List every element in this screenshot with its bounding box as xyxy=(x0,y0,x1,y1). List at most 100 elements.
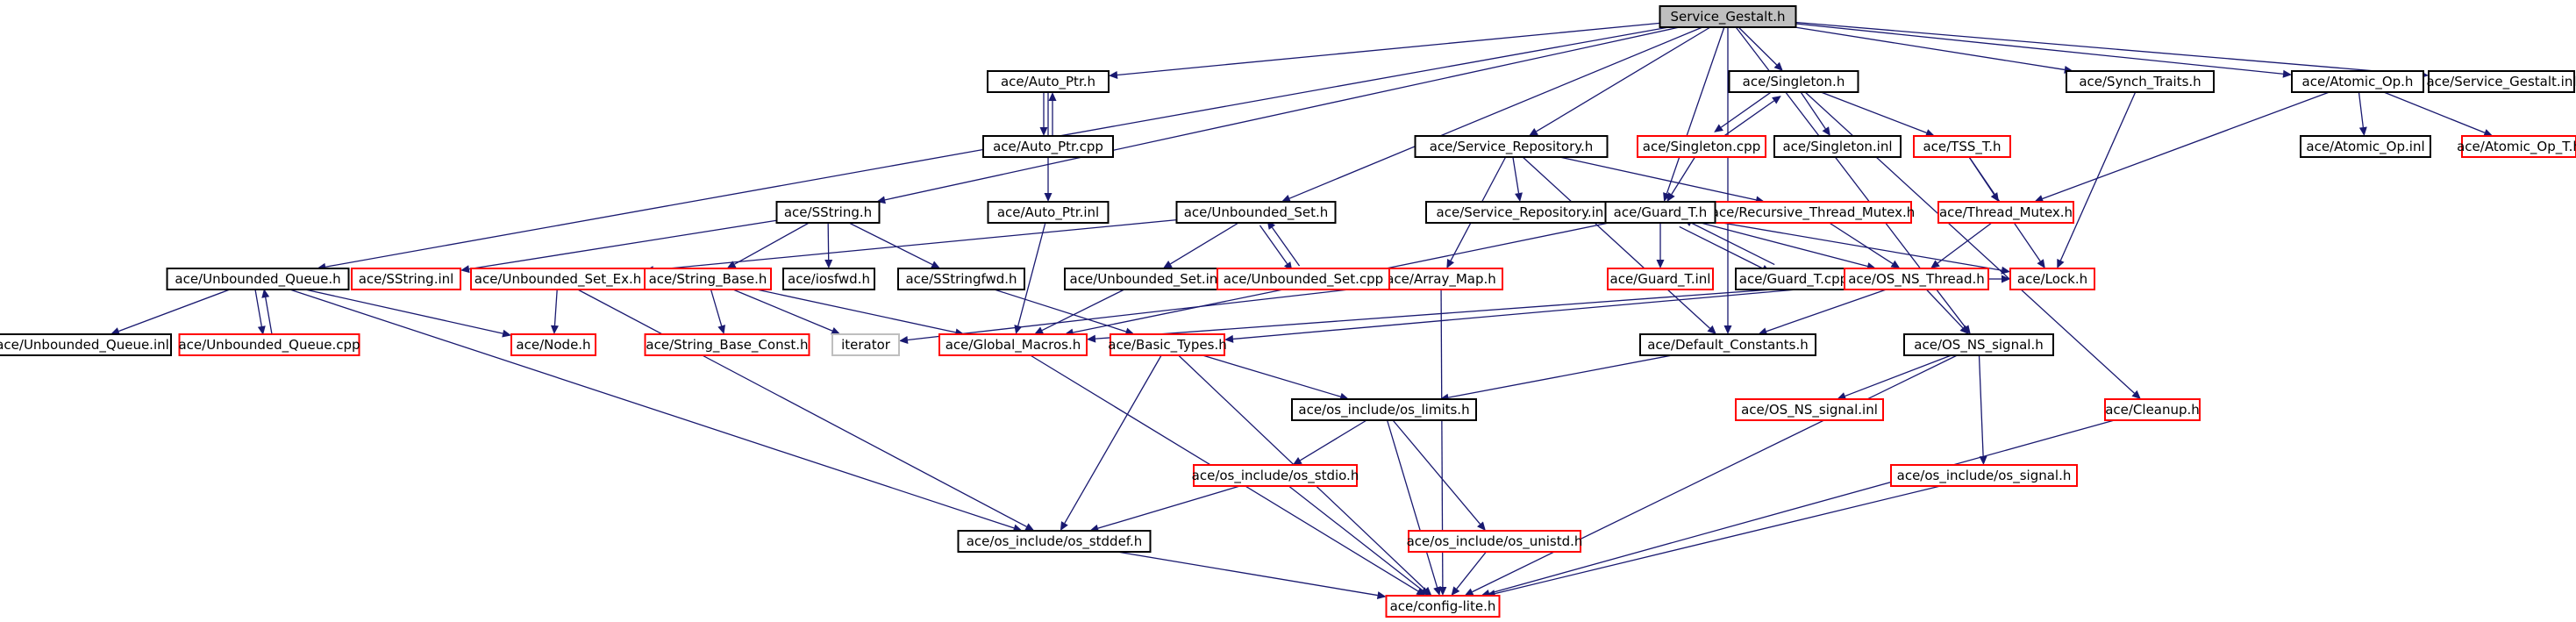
edge-line xyxy=(1829,222,1894,265)
node-singleton-inl[interactable]: ace/Singleton.inl xyxy=(1773,135,1902,158)
node-label: ace/Unbounded_Set_Ex.h xyxy=(475,271,641,288)
edge-line xyxy=(732,289,833,332)
node-unbounded-queue-h[interactable]: ace/Unbounded_Queue.h xyxy=(166,268,350,290)
node-iterator[interactable]: iterator xyxy=(831,333,900,356)
node-default-constants-h[interactable]: ace/Default_Constants.h xyxy=(1639,333,1816,356)
edge-line xyxy=(1271,226,1301,267)
node-synch-traits-h[interactable]: ace/Synch_Traits.h xyxy=(2066,70,2215,93)
node-guard-t-cpp[interactable]: ace/Guard_T.cpp xyxy=(1735,268,1852,290)
node-box xyxy=(1414,135,1609,158)
node-array-map-h[interactable]: ace/Array_Map.h xyxy=(1379,268,1503,290)
node-os-ns-thread-h[interactable]: ace/OS_NS_Thread.h xyxy=(1844,268,1989,290)
edge-line xyxy=(1017,222,1046,326)
node-unbounded-queue-cpp[interactable]: ace/Unbounded_Queue.cpp xyxy=(178,333,360,356)
edge-service-repository-h-to-default-constants-h xyxy=(1522,156,1716,334)
edge-line xyxy=(1392,419,1481,525)
node-sstring-inl[interactable]: ace/SString.inl xyxy=(351,268,461,290)
node-sstringfwd-h[interactable]: ace/SStringfwd.h xyxy=(897,268,1025,290)
arrowhead xyxy=(1419,587,1430,596)
edge-guard-t-h-to-os-ns-thread-h xyxy=(1700,222,1876,270)
node-box xyxy=(644,268,772,290)
node-unbounded-set-ex-h[interactable]: ace/Unbounded_Set_Ex.h xyxy=(470,268,646,290)
node-sstring-h[interactable]: ace/SString.h xyxy=(775,201,881,224)
edge-cleanup-h-to-config-lite-h xyxy=(1481,419,2115,597)
node-os-stdio-h[interactable]: ace/os_include/os_stdio.h xyxy=(1192,464,1359,487)
edge-line xyxy=(884,26,1680,201)
node-box xyxy=(1639,333,1816,356)
arrowhead xyxy=(1890,260,1901,268)
arrowhead xyxy=(824,259,833,268)
edge-line xyxy=(1845,354,1952,397)
node-guard-t-h[interactable]: ace/Guard_T.h xyxy=(1604,201,1716,224)
node-service-repository-h[interactable]: ace/Service_Repository.h xyxy=(1414,135,1609,158)
node-lock-h[interactable]: ace/Lock.h xyxy=(2009,268,2095,290)
node-label: ace/Unbounded_Queue.inl xyxy=(0,337,169,354)
node-string-base-h[interactable]: ace/String_Base.h xyxy=(644,268,772,290)
node-label: ace/Synch_Traits.h xyxy=(2079,74,2201,90)
node-os-ns-signal-inl[interactable]: ace/OS_NS_signal.inl xyxy=(1735,398,1884,421)
edge-line xyxy=(1064,354,1162,524)
edge-array-map-h-to-iterator xyxy=(899,285,1381,344)
node-iosfwd-h[interactable]: ace/iosfwd.h xyxy=(782,268,875,290)
edge-line xyxy=(734,222,810,265)
node-node-h[interactable]: ace/Node.h xyxy=(510,333,596,356)
node-atomic-op-t-h[interactable]: ace/Atomic_Op_T.h xyxy=(2457,135,2576,158)
node-box xyxy=(2009,268,2095,290)
arrowhead xyxy=(460,265,470,274)
node-unbounded-set-h[interactable]: ace/Unbounded_Set.h xyxy=(1175,201,1337,224)
edge-line xyxy=(1690,222,1775,266)
arrowhead xyxy=(1758,327,1768,335)
edge-line xyxy=(2042,91,2330,200)
edge-line xyxy=(1448,354,1673,398)
edge-line xyxy=(1766,289,1887,332)
node-os-stddef-h[interactable]: ace/os_include/os_stddef.h xyxy=(957,530,1152,553)
node-label: ace/os_include/os_limits.h xyxy=(1298,402,1469,418)
node-os-signal-h[interactable]: ace/os_include/os_signal.h xyxy=(1890,464,2078,487)
node-tss-t-h[interactable]: ace/TSS_T.h xyxy=(1913,135,2011,158)
node-auto-ptr-inl[interactable]: ace/Auto_Ptr.inl xyxy=(987,201,1110,224)
node-auto-ptr-h[interactable]: ace/Auto_Ptr.h xyxy=(987,70,1110,93)
node-os-ns-signal-h[interactable]: ace/OS_NS_signal.h xyxy=(1903,333,2054,356)
arrowhead xyxy=(1039,127,1048,136)
edge-unbounded-queue-h-to-unbounded-queue-inl xyxy=(111,289,231,335)
node-recursive-thread-mutex-h[interactable]: ace/Recursive_Thread_Mutex.h xyxy=(1711,201,1916,224)
edge-line xyxy=(1386,419,1438,588)
node-thread-mutex-h[interactable]: ace/Thread_Mutex.h xyxy=(1937,201,2074,224)
edge-line xyxy=(653,218,1177,271)
node-string-base-const-h[interactable]: ace/String_Base_Const.h xyxy=(644,333,810,356)
node-os-limits-h[interactable]: ace/os_include/os_limits.h xyxy=(1291,398,1477,421)
node-singleton-cpp[interactable]: ace/Singleton.cpp xyxy=(1637,135,1766,158)
node-atomic-op-inl[interactable]: ace/Atomic_Op.inl xyxy=(2300,135,2431,158)
edge-line xyxy=(1522,156,1710,329)
edge-unbounded-queue-h-to-os-stddef-h xyxy=(289,289,1023,533)
node-service-gestalt-h[interactable]: Service_Gestalt.h xyxy=(1659,5,1797,28)
node-label: ace/Unbounded_Set.inl xyxy=(1070,271,1222,288)
edge-sstring-h-to-iosfwd-h xyxy=(824,222,833,268)
node-cleanup-h[interactable]: ace/Cleanup.h xyxy=(2104,398,2201,421)
arrowhead xyxy=(2358,126,2367,136)
node-label: ace/OS_NS_Thread.h xyxy=(1848,271,1985,288)
node-os-unistd-h[interactable]: ace/os_include/os_unistd.h xyxy=(1407,530,1583,553)
edge-line xyxy=(1456,551,1487,590)
node-box xyxy=(1217,268,1390,290)
node-service-repository-inl[interactable]: ace/Service_Repository.inl xyxy=(1425,201,1618,224)
node-global-macros-h[interactable]: ace/Global_Macros.h xyxy=(938,333,1088,356)
node-label: ace/iosfwd.h xyxy=(788,271,870,287)
node-box xyxy=(1110,333,1225,356)
node-label: Service_Gestalt.h xyxy=(1670,9,1785,25)
node-atomic-op-h[interactable]: ace/Atomic_Op.h xyxy=(2291,70,2424,93)
node-basic-types-h[interactable]: ace/Basic_Types.h xyxy=(1108,333,1227,356)
edge-line xyxy=(1715,220,2002,271)
node-unbounded-queue-inl[interactable]: ace/Unbounded_Queue.inl xyxy=(0,333,172,356)
node-unbounded-set-cpp[interactable]: ace/Unbounded_Set.cpp xyxy=(1217,268,1390,290)
node-guard-t-inl[interactable]: ace/Guard_T.inl xyxy=(1607,268,1714,290)
arrowhead xyxy=(1446,259,1455,268)
node-config-lite-h[interactable]: ace/config-lite.h xyxy=(1385,595,1501,618)
node-unbounded-set-inl[interactable]: ace/Unbounded_Set.inl xyxy=(1064,268,1227,290)
edge-basic-types-h-to-os-stddef-h xyxy=(1060,354,1162,531)
node-service-gestalt-inl[interactable]: ace/Service_Gestalt.inl xyxy=(2426,70,2576,93)
edge-line xyxy=(1937,222,1993,264)
node-auto-ptr-cpp[interactable]: ace/Auto_Ptr.cpp xyxy=(982,135,1114,158)
edge-os-ns-signal-h-to-os-ns-signal-inl xyxy=(1837,354,1952,400)
node-singleton-h[interactable]: ace/Singleton.h xyxy=(1728,70,1859,93)
